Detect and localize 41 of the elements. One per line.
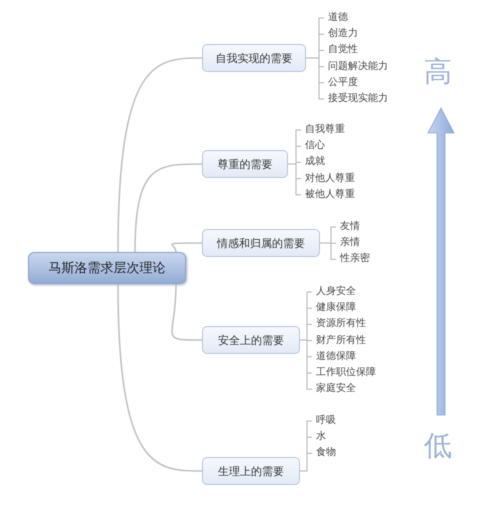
leaf-topic: 被他人尊重 xyxy=(305,186,355,203)
leaf-topic: 资源所有性 xyxy=(316,316,366,332)
curved-connector xyxy=(171,242,202,252)
leaf-topic: 家庭安全 xyxy=(316,381,356,398)
leaf-topic: 对他人尊重 xyxy=(305,170,355,187)
branch-topic-box: 自我实现的需要 xyxy=(202,44,306,72)
leaf-topic: 友情 xyxy=(340,219,360,235)
curved-connector xyxy=(171,284,202,341)
curved-connector xyxy=(117,284,202,472)
leaf-topic: 食物 xyxy=(316,445,336,462)
leaf-topic: 自觉性 xyxy=(328,42,358,58)
leaf-topic: 人身安全 xyxy=(316,284,356,300)
branch-topic-box: 尊重的需要 xyxy=(202,150,288,178)
branch-topic-box: 安全上的需要 xyxy=(202,326,300,354)
leaf-topic: 呼吸 xyxy=(316,413,336,429)
branch-topic-box: 情感和归属的需要 xyxy=(202,229,320,257)
leaf-topic: 接受现实能力 xyxy=(328,91,388,107)
branch-topic-box: 生理上的需要 xyxy=(202,457,300,485)
bracket-connector xyxy=(320,242,336,260)
leaf-topic: 道德 xyxy=(328,10,348,26)
leaf-topic: 创造力 xyxy=(328,26,358,42)
root-topic-box: 马斯洛需求层次理论 xyxy=(28,252,186,284)
curved-connector xyxy=(134,163,202,252)
curved-connector xyxy=(117,57,202,252)
leaf-topic: 亲情 xyxy=(340,235,360,252)
bracket-connector xyxy=(300,452,312,472)
leaf-topic: 成就 xyxy=(305,154,325,170)
leaf-topic: 信心 xyxy=(305,138,325,154)
bracket-connector xyxy=(288,164,302,196)
leaf-topic: 公平度 xyxy=(328,74,358,91)
leaf-topic: 工作职位保障 xyxy=(316,365,376,381)
leaf-topic: 健康保障 xyxy=(316,300,356,316)
leaf-topic: 问题解决能力 xyxy=(328,58,388,75)
level-label: 低 xyxy=(424,432,452,460)
leaf-topic: 性亲密 xyxy=(340,251,370,268)
leaf-topic: 水 xyxy=(316,429,326,446)
bracket-connector xyxy=(306,58,324,100)
leaf-topic: 自我尊重 xyxy=(305,122,345,138)
level-label: 高 xyxy=(424,58,452,86)
leaf-topic: 道德保障 xyxy=(316,348,356,365)
leaf-topic: 财产所有性 xyxy=(316,332,366,349)
